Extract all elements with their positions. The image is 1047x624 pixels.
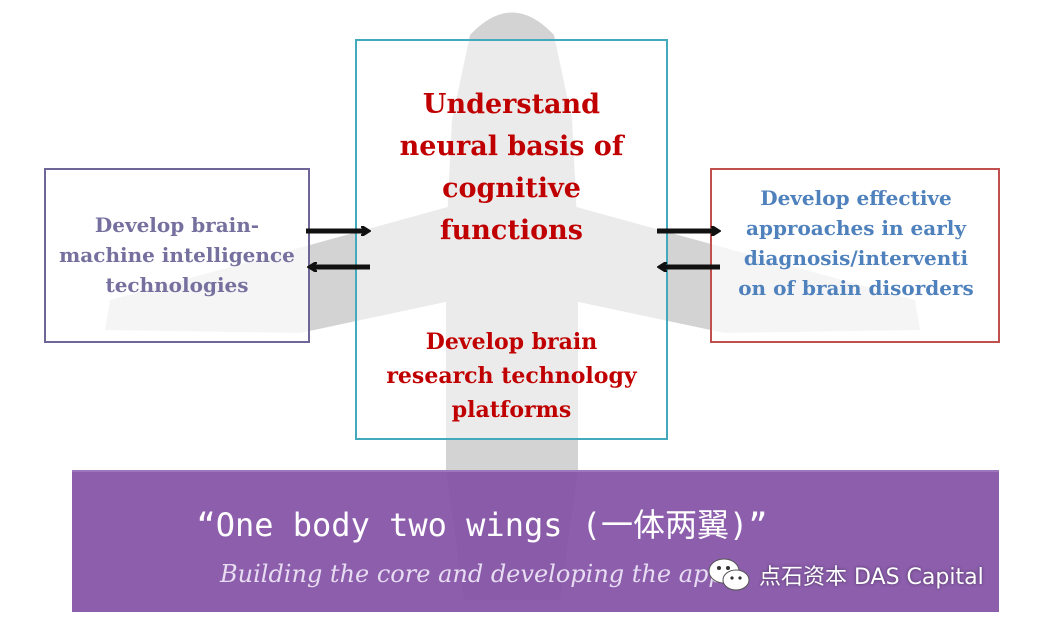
left-wing-text: Develop brain- machine intelligence tech… <box>44 210 310 300</box>
core-top-text: Understand neural basis of cognitive fun… <box>360 84 663 252</box>
banner-subtitle: Building the core and developing the app <box>220 560 724 588</box>
core-top-line-1: Understand <box>422 89 601 120</box>
wechat-icon <box>707 556 751 594</box>
left-line-1: Develop brain- <box>94 213 260 237</box>
core-bottom-line-3: platforms <box>451 397 572 423</box>
left-line-2: machine intelligence <box>59 243 295 267</box>
banner <box>72 470 999 612</box>
core-top-line-3: cognitive <box>442 173 581 204</box>
right-wing-text: Develop effective approaches in early di… <box>716 183 996 303</box>
right-line-4: on of brain disorders <box>738 276 974 300</box>
core-top-line-4: functions <box>440 215 583 246</box>
core-box <box>355 39 668 440</box>
right-line-3: diagnosis/interventi <box>743 246 969 270</box>
core-bottom-text: Develop brain research technology platfo… <box>360 325 663 427</box>
right-wing-box <box>710 168 1000 343</box>
right-line-1: Develop effective <box>760 186 952 210</box>
core-top-line-2: neural basis of <box>399 131 624 162</box>
left-line-3: technologies <box>105 273 249 297</box>
core-bottom-line-2: research technology <box>386 363 637 389</box>
core-bottom-line-1: Develop brain <box>425 329 598 355</box>
watermark-text: 点石资本 DAS Capital <box>759 565 984 590</box>
left-wing-box <box>44 168 310 343</box>
right-line-2: approaches in early <box>746 216 966 240</box>
watermark: 点石资本 DAS Capital <box>707 556 984 594</box>
banner-title: “One body two wings (一体两翼)” <box>196 506 768 544</box>
